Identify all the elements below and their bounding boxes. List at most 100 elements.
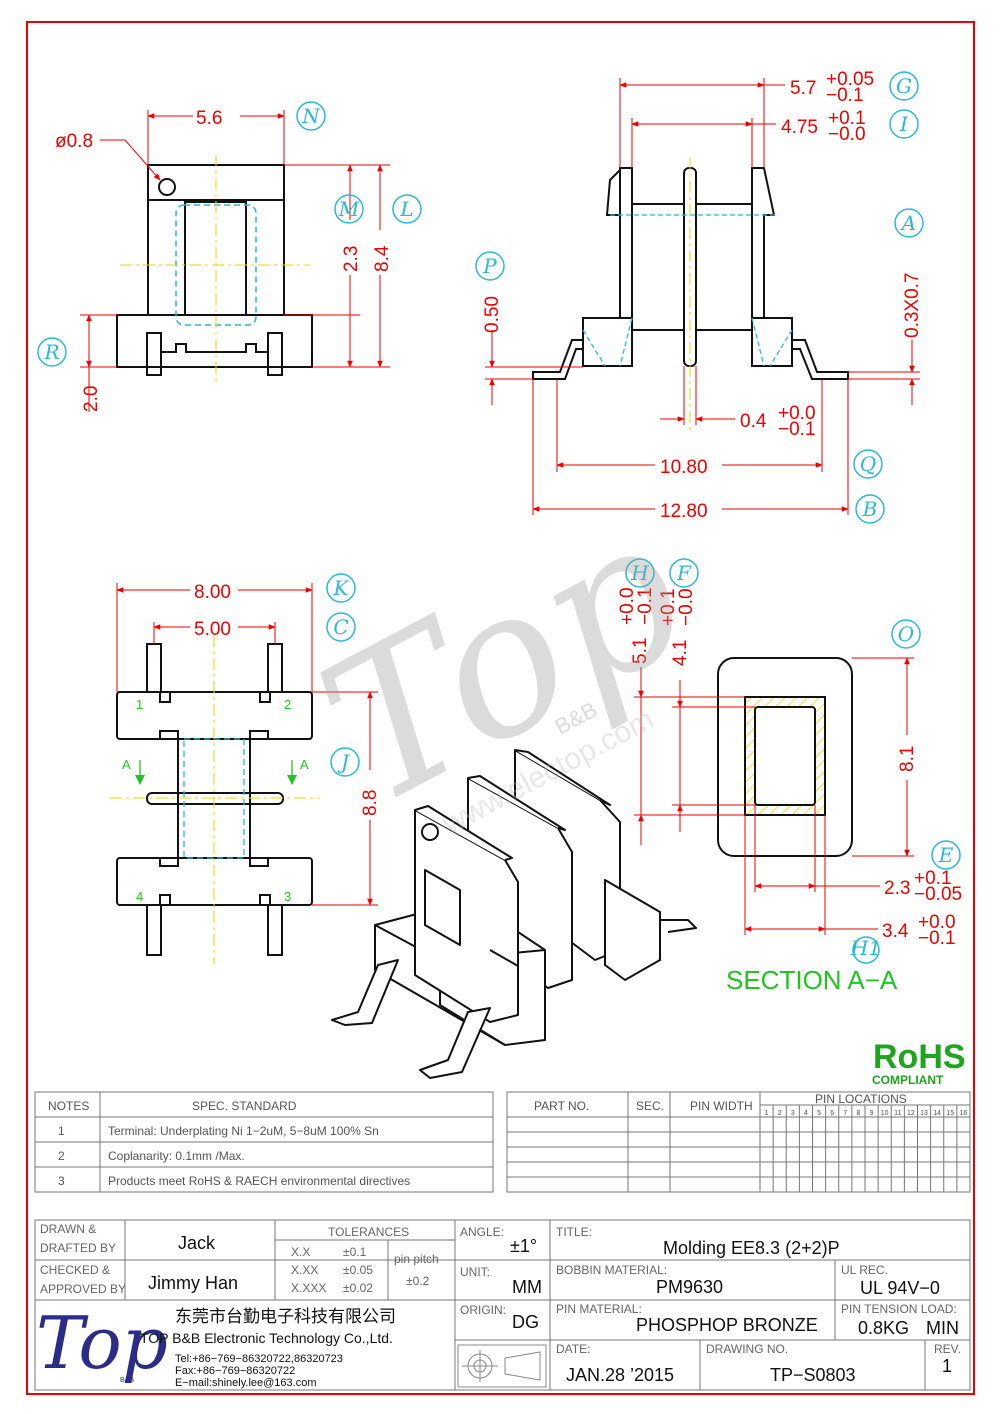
company-name-en: TOP B&B Electronic Technology Co.,Ltd. bbox=[140, 1330, 393, 1346]
marker-n: N bbox=[296, 101, 326, 131]
pin-material-label: PIN MATERIAL: bbox=[556, 1302, 642, 1316]
note-text-1: Terminal: Underplating Ni 1−2uM, 5−8uM 1… bbox=[108, 1124, 379, 1138]
note-num-1: 1 bbox=[58, 1124, 65, 1138]
pin-pitch-value: ±0.2 bbox=[406, 1274, 430, 1288]
svg-text:B: B bbox=[862, 497, 878, 521]
section-mark-right: A bbox=[300, 757, 309, 772]
svg-text:H1: H1 bbox=[850, 936, 881, 960]
rohs-mark: RoHS bbox=[873, 1038, 966, 1076]
marker-i: I bbox=[889, 109, 919, 139]
marker-k: K bbox=[326, 573, 356, 603]
pin-locations-header: PIN LOCATIONS bbox=[815, 1092, 907, 1106]
notes-table bbox=[34, 1091, 494, 1193]
svg-text:+0.05: +0.05 bbox=[826, 69, 874, 90]
angle-label: ANGLE: bbox=[460, 1225, 504, 1239]
tol-key-3: X.XXX bbox=[291, 1281, 326, 1295]
section-mark-left: A bbox=[122, 757, 131, 772]
dim-height-8-4: 8.4 bbox=[372, 245, 393, 272]
logo-sub: B&B bbox=[120, 1377, 134, 1384]
logo-text: Top bbox=[36, 1301, 168, 1385]
svg-text:+0.1: +0.1 bbox=[658, 588, 679, 626]
marker-a: A bbox=[894, 208, 924, 238]
pin-location-3: 3 bbox=[791, 1110, 795, 1117]
dim-4-75: 4.75 bbox=[781, 117, 818, 138]
dim-5-7: 5.7 bbox=[790, 78, 816, 99]
svg-text:−0.0: −0.0 bbox=[828, 124, 866, 145]
svg-text:O: O bbox=[898, 622, 914, 646]
pin-location-2: 2 bbox=[778, 1110, 782, 1117]
bottom-dims bbox=[116, 583, 378, 906]
marker-h1: H1 bbox=[850, 936, 881, 964]
dim-5-00: 5.00 bbox=[194, 619, 231, 640]
section-title: SECTION A−A bbox=[726, 965, 898, 995]
marker-b: B bbox=[855, 494, 885, 524]
ul-value: UL 94V−0 bbox=[860, 1278, 940, 1298]
pin-label-4: 4 bbox=[136, 889, 143, 904]
pin-tension: 0.8KG bbox=[858, 1318, 909, 1338]
svg-text:−0.05: −0.05 bbox=[914, 884, 962, 905]
side-dims bbox=[485, 78, 920, 515]
drawing-no-label: DRAWING NO. bbox=[706, 1342, 788, 1356]
pin-location-10: 10 bbox=[881, 1110, 889, 1117]
pin-location-12: 12 bbox=[907, 1110, 915, 1117]
marker-q: Q bbox=[853, 449, 883, 479]
dim-0-50: 0.50 bbox=[482, 296, 503, 333]
isometric-view bbox=[331, 749, 697, 1079]
tol-val-2: ±0.05 bbox=[343, 1263, 373, 1277]
section-dims bbox=[634, 657, 914, 935]
svg-text:+0.0: +0.0 bbox=[617, 587, 638, 625]
marker-j: J bbox=[330, 747, 360, 777]
svg-text:H: H bbox=[630, 561, 649, 585]
note-num-2: 2 bbox=[58, 1149, 65, 1163]
svg-text:M: M bbox=[338, 197, 360, 221]
date-value: JAN.28 ’2015 bbox=[566, 1365, 674, 1385]
pin-location-5: 5 bbox=[817, 1110, 821, 1117]
pin-location-1: 1 bbox=[765, 1110, 769, 1117]
pin-location-8: 8 bbox=[856, 1110, 860, 1117]
dim-4-1: 4.1 bbox=[670, 640, 691, 666]
dim-height-2-3: 2.3 bbox=[341, 246, 362, 272]
svg-text:K: K bbox=[333, 576, 350, 600]
company-logo: Top B&B bbox=[36, 1301, 168, 1385]
part-no-header: PART NO. bbox=[534, 1099, 589, 1113]
svg-text:P: P bbox=[482, 254, 497, 278]
pin-location-7: 7 bbox=[843, 1110, 847, 1117]
dim-8-00: 8.00 bbox=[194, 582, 231, 603]
svg-text:−0.0: −0.0 bbox=[676, 588, 697, 626]
title-label: TITLE: bbox=[556, 1225, 592, 1239]
pin-tension-label: PIN TENSION LOAD: bbox=[841, 1302, 957, 1316]
tol-key-2: X.XX bbox=[291, 1263, 318, 1277]
dim-2-3-section: 2.3 bbox=[884, 878, 910, 899]
svg-text:I: I bbox=[899, 112, 909, 136]
dim-12-80: 12.80 bbox=[660, 501, 708, 522]
pin-label-3: 3 bbox=[284, 889, 291, 904]
pin-location-4: 4 bbox=[804, 1110, 808, 1117]
marker-h: H bbox=[625, 558, 655, 588]
dim-pin-size: 0.3X0.7 bbox=[902, 273, 923, 339]
svg-text:J: J bbox=[337, 750, 350, 774]
company-fax: Fax:+86−769−86320722 bbox=[175, 1365, 295, 1377]
parts-table bbox=[506, 1091, 971, 1193]
marker-o: O bbox=[891, 619, 921, 649]
pin-label-1: 1 bbox=[136, 697, 143, 712]
checked-label-2: APPROVED BY bbox=[40, 1282, 126, 1296]
pin-location-16: 16 bbox=[960, 1110, 968, 1117]
pin-location-15: 15 bbox=[946, 1110, 954, 1117]
svg-text:F: F bbox=[676, 561, 692, 585]
marker-g: G bbox=[889, 71, 919, 101]
tol-val-1: ±0.1 bbox=[343, 1245, 367, 1259]
tol-val-3: ±0.02 bbox=[343, 1281, 373, 1295]
watermark: Top B&B www.electop.com bbox=[288, 473, 721, 851]
dim-10-80: 10.80 bbox=[660, 457, 708, 478]
svg-text:R: R bbox=[43, 340, 59, 364]
unit-value: MM bbox=[512, 1277, 542, 1297]
drawn-label-2: DRAFTED BY bbox=[40, 1241, 116, 1255]
dim-width-5-6: 5.6 bbox=[196, 108, 222, 129]
marker-r: R bbox=[37, 337, 67, 367]
unit-label: UNIT: bbox=[460, 1265, 490, 1279]
svg-text:−0.1: −0.1 bbox=[826, 85, 864, 106]
pin-pitch-label: pin pitch bbox=[394, 1252, 439, 1266]
drawing-no: TP−S0803 bbox=[770, 1365, 856, 1385]
marker-c: C bbox=[326, 612, 356, 642]
